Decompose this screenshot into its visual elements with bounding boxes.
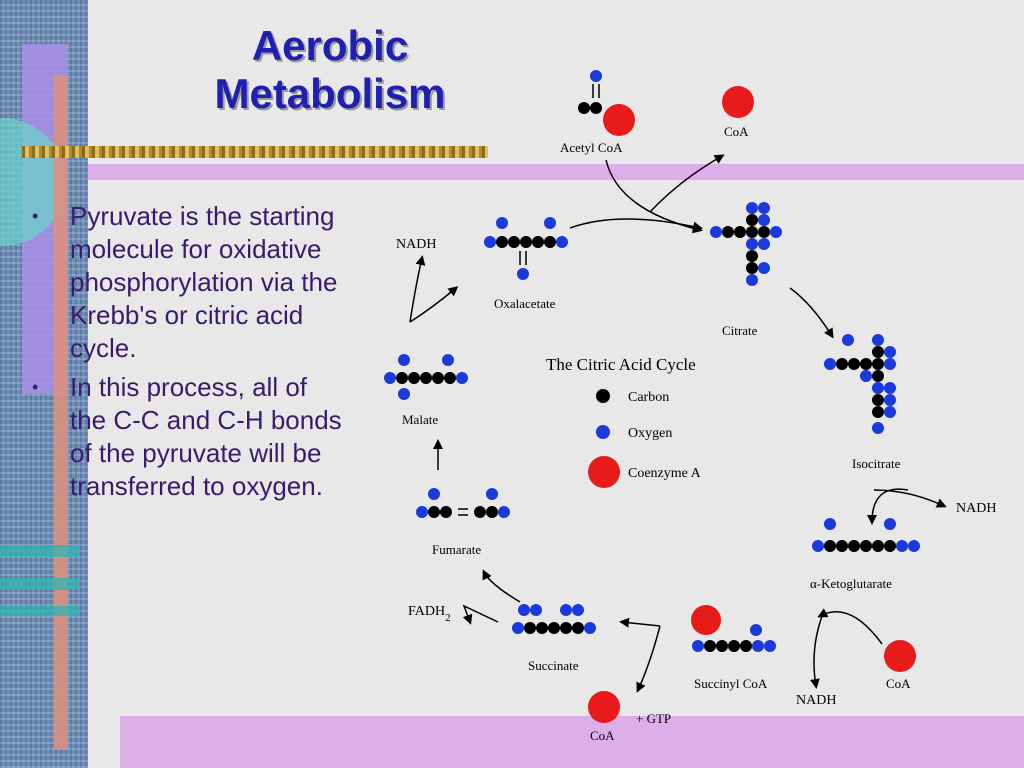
diagram-title: The Citric Acid Cycle xyxy=(546,355,696,374)
legend-oxygen-label: Oxygen xyxy=(628,426,672,441)
sidebar-teal-stripe xyxy=(0,578,80,590)
legend-carbon-label: Carbon xyxy=(628,390,669,405)
bullet-marker: • xyxy=(32,377,39,397)
arrow-succinyl-to-succinate xyxy=(619,617,661,628)
sidebar-teal-stripe xyxy=(0,545,80,557)
malate-label: Malate xyxy=(402,412,438,427)
arrow-succinate-to-fumarate xyxy=(482,569,521,603)
acetyl-coa-molecule xyxy=(578,70,635,136)
coa-bottom-label: CoA xyxy=(590,728,615,743)
arrow-oxaloacetate-to-citrate xyxy=(569,218,703,232)
succinate-label: Succinate xyxy=(528,658,579,673)
bullet-text: Pyruvate is the starting molecule for ox… xyxy=(70,201,338,363)
malate-molecule xyxy=(384,354,468,400)
arrow-to-coa-bottom xyxy=(636,625,661,693)
arrow-to-nadh-succinyl xyxy=(809,615,823,689)
nadh-succinyl-label: NADH xyxy=(796,693,836,708)
nadh-isocitrate-label: NADH xyxy=(956,501,996,516)
arrow-to-nadh-isocitrate xyxy=(873,489,947,508)
coa-right-label: CoA xyxy=(886,676,911,691)
succinate-molecule xyxy=(512,604,596,634)
legend-coenzyme-a-label: Coenzyme A xyxy=(628,466,702,481)
fadh2-subscript: 2 xyxy=(445,612,451,624)
coa-top-label: CoA xyxy=(724,124,749,139)
arrow-malate-to-oxaloacetate xyxy=(409,286,459,323)
title-line-2: Metabolism xyxy=(214,70,446,117)
arrow-to-nadh-malate xyxy=(409,255,426,323)
fadh2-label: FADH2 xyxy=(408,604,451,624)
title-underline-bar xyxy=(22,146,488,158)
acetyl-coa-label: Acetyl CoA xyxy=(560,140,623,155)
coa-molecule xyxy=(722,86,754,118)
gtp-label: + GTP xyxy=(636,711,671,726)
bullet-text: In this process, all of the C-C and C-H … xyxy=(70,372,342,501)
decorative-band-bottom xyxy=(120,716,1024,768)
alpha-ketoglutarate-molecule xyxy=(812,518,920,552)
slide-title: Aerobic Metabolism xyxy=(170,22,490,118)
oxygen-legend-icon xyxy=(596,425,610,439)
bullet-marker: • xyxy=(32,206,39,226)
cycle-arrows xyxy=(409,154,947,693)
citric-acid-cycle-diagram: The Citric Acid Cycle Carbon Oxygen Coen… xyxy=(384,70,996,743)
fadh2-text: FADH xyxy=(408,604,445,619)
citrate-label: Citrate xyxy=(722,323,758,338)
nadh-malate-label: NADH xyxy=(396,237,436,252)
title-line-1: Aerobic xyxy=(251,22,409,69)
succinyl-coa-label: Succinyl CoA xyxy=(694,676,768,691)
arrow-citrate-to-isocitrate xyxy=(789,287,834,339)
fumarate-molecule xyxy=(416,488,510,518)
arrow-to-coa-top xyxy=(649,154,725,213)
oxaloacetate-label: Oxalacetate xyxy=(494,296,556,311)
isocitrate-molecule xyxy=(824,334,896,434)
alpha-ketoglutarate-label: α-Ketoglutarate xyxy=(810,576,892,591)
bullet-list: • Pyruvate is the starting molecule for o… xyxy=(24,200,350,509)
coenzyme-a-legend-icon xyxy=(588,456,620,488)
citrate-molecule xyxy=(710,202,782,286)
arrow-isocitrate-to-ketoglutarate xyxy=(867,488,909,525)
isocitrate-label: Isocitrate xyxy=(852,456,901,471)
decorative-band-top xyxy=(88,164,1024,180)
bullet-item: • In this process, all of the C-C and C-H… xyxy=(24,371,350,503)
sidebar-teal-stripe xyxy=(0,606,80,616)
arrow-to-fadh2 xyxy=(462,604,499,625)
fumarate-label: Fumarate xyxy=(432,542,481,557)
coa-molecule xyxy=(884,640,916,672)
oxaloacetate-molecule xyxy=(484,217,568,280)
carbon-legend-icon xyxy=(596,389,610,403)
arrow-coa-into-ketoglutarate xyxy=(817,608,883,645)
succinyl-coa-molecule xyxy=(691,605,776,652)
coa-molecule xyxy=(588,691,620,723)
bullet-item: • Pyruvate is the starting molecule for o… xyxy=(24,200,350,365)
